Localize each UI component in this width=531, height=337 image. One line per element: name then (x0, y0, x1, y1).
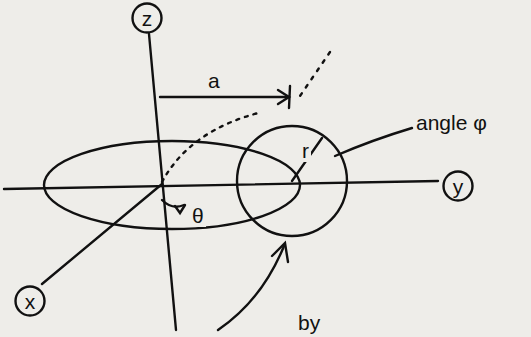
axis-circle: z (131, 2, 163, 34)
pointer-arrow (218, 246, 284, 330)
annotation-label: a (206, 70, 222, 92)
radius-a-arrow (160, 96, 288, 98)
annotation-label: θ (190, 205, 206, 227)
annotation-label: by (296, 312, 322, 334)
arrow-head (278, 90, 289, 104)
torus-centre-circle (44, 141, 300, 229)
annotation-label: r (300, 140, 311, 162)
dashed-guide (162, 112, 262, 182)
radius-r (292, 138, 322, 181)
leader-line (335, 128, 412, 156)
axis-circle: y (442, 170, 474, 202)
arrow-head (272, 243, 288, 262)
y-axis (4, 181, 438, 189)
cross-section-circle (237, 126, 347, 236)
theta-mark (175, 205, 185, 213)
axis-circle: x (14, 285, 46, 317)
x-axis (42, 184, 162, 284)
axis-letter: x (25, 291, 36, 312)
axis-letter: y (453, 176, 464, 197)
dashed-guide (300, 52, 330, 96)
axis-letter: z (142, 8, 153, 29)
annotation-label: angle φ (414, 112, 489, 134)
theta-arc (162, 200, 184, 207)
tick (289, 86, 290, 108)
